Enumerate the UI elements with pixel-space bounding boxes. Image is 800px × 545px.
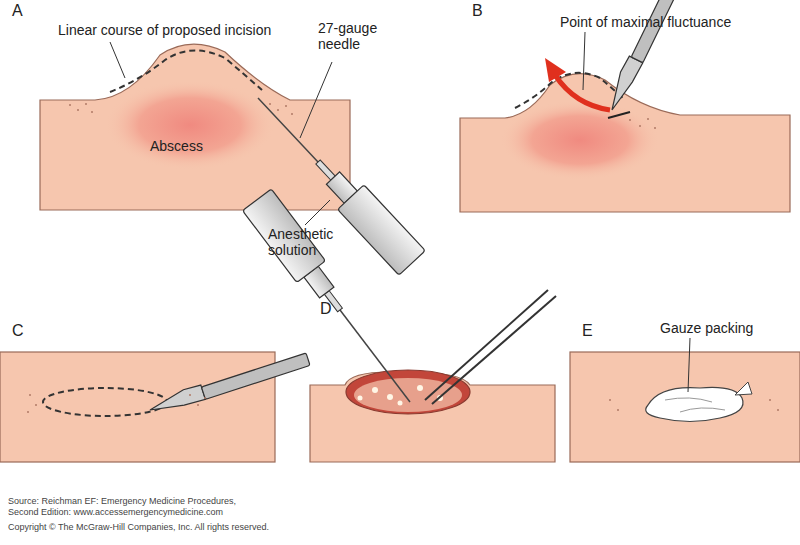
source-note: Second Edition: www.accessemergencymedic… bbox=[8, 507, 428, 517]
part-label: Linear course of proposed incision bbox=[58, 22, 318, 38]
panel-letter: D bbox=[320, 300, 350, 318]
panel-letter: C bbox=[12, 322, 42, 340]
part-label: 27-gauge needle bbox=[318, 20, 390, 52]
part-label: Anesthetic solution bbox=[268, 226, 358, 258]
panel-letter: A bbox=[12, 2, 42, 20]
copyright-note: Copyright © The McGraw-Hill Companies, I… bbox=[8, 522, 428, 532]
part-label: Gauze packing bbox=[660, 320, 790, 336]
panel-letter: B bbox=[472, 2, 502, 20]
source-note: Source: Reichman EF: Emergency Medicine … bbox=[8, 496, 428, 506]
part-label: Abscess bbox=[150, 138, 240, 154]
part-label: Point of maximal fluctuance bbox=[560, 14, 760, 30]
panel-letter: E bbox=[582, 322, 612, 340]
